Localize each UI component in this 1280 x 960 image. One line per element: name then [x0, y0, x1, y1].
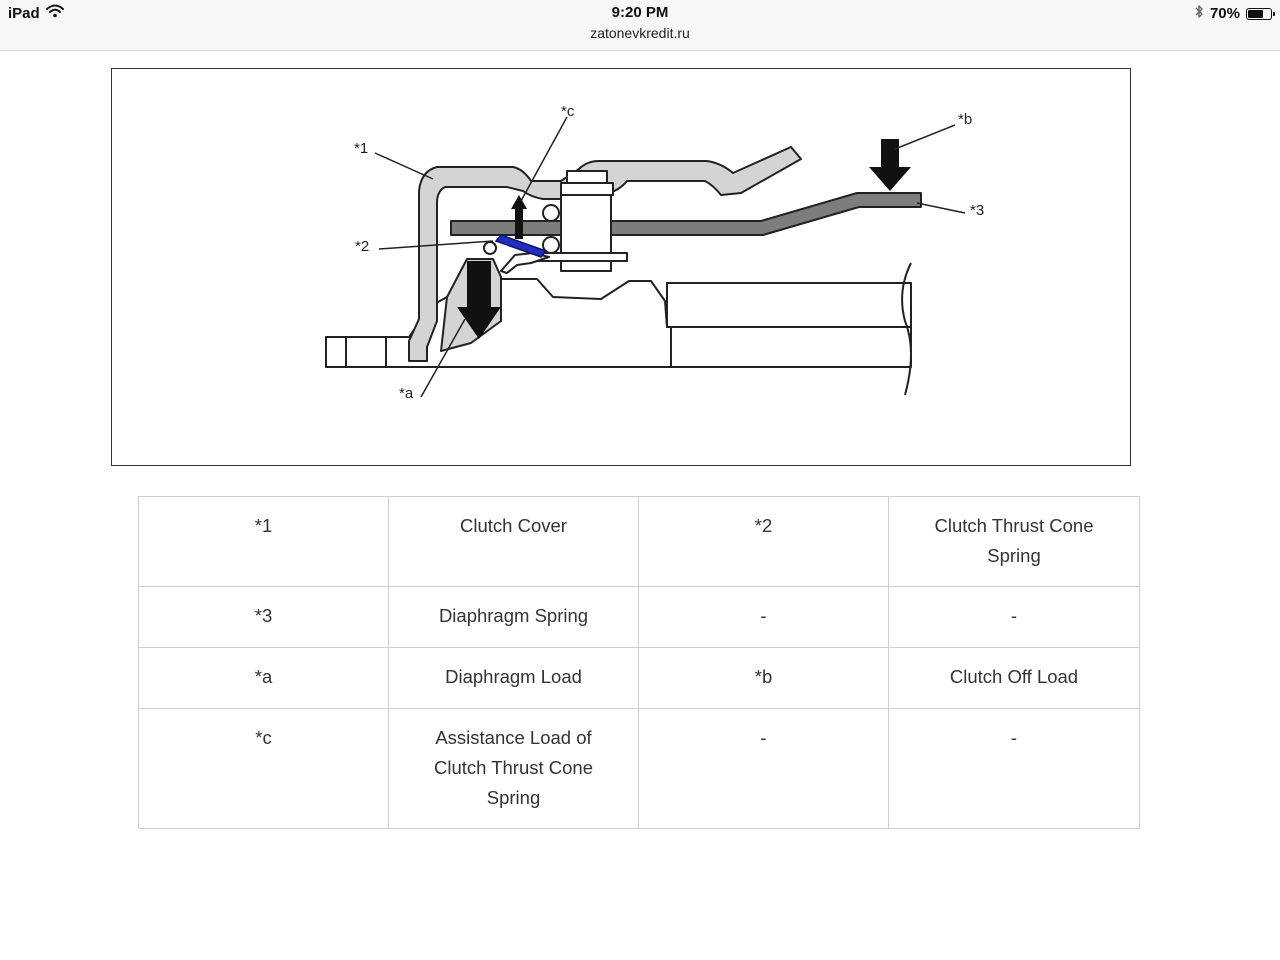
legend-key: *2	[638, 496, 889, 587]
legend-desc: Clutch Cover	[388, 496, 639, 587]
legend-key: *a	[138, 647, 389, 709]
legend-key: *b	[638, 647, 889, 709]
thrust-cone-spring	[494, 234, 548, 258]
battery-level	[1248, 9, 1263, 18]
device-label: iPad	[8, 4, 40, 22]
legend-table: *1 Clutch Cover *2 Clutch Thrust Cone Sp…	[138, 496, 1140, 829]
status-right: 70%	[1194, 4, 1275, 23]
callout-1: *1	[354, 140, 368, 157]
shaft-break-line	[901, 262, 912, 396]
legend-key: *1	[138, 496, 389, 587]
leader-lines	[374, 116, 966, 398]
assistance-load-arrow	[511, 195, 527, 239]
legend-row: *c Assistance Load of Clutch Thrust Cone…	[138, 708, 1140, 829]
clock: 9:20 PM	[611, 4, 669, 21]
bluetooth-icon	[1194, 4, 1204, 23]
legend-desc: Assistance Load of Clutch Thrust Cone Sp…	[388, 708, 639, 829]
legend-desc: -	[888, 586, 1140, 648]
clutch-diagram: *1 *2 *3 *a *b *c	[111, 68, 1131, 466]
legend-desc: -	[888, 708, 1140, 829]
legend-row: *a Diaphragm Load *b Clutch Off Load	[138, 647, 1140, 709]
retainer-clip	[500, 252, 550, 274]
battery-icon	[1246, 7, 1275, 20]
status-bar: iPad 9:20 PM zatonevkredit.ru 70%	[0, 0, 1280, 51]
legend-desc: Diaphragm Spring	[388, 586, 639, 648]
callout-a: *a	[399, 385, 414, 402]
address-bar-url[interactable]: zatonevkredit.ru	[590, 25, 690, 41]
status-left: iPad	[8, 4, 64, 22]
legend-desc: Diaphragm Load	[388, 647, 639, 709]
battery-percent: 70%	[1209, 5, 1240, 22]
pivot-ring-front	[483, 241, 497, 255]
clutch-cross-section: *1 *2 *3 *a *b *c	[325, 103, 984, 402]
wifi-icon	[45, 4, 64, 22]
legend-key: -	[638, 586, 889, 648]
legend-key: -	[638, 708, 889, 829]
pivot-ring-upper	[542, 204, 560, 222]
legend-key: *c	[138, 708, 389, 829]
diaphragm-load-arrow	[457, 261, 501, 339]
legend-row: *1 Clutch Cover *2 Clutch Thrust Cone Sp…	[138, 496, 1140, 587]
callout-c: *c	[561, 103, 575, 120]
clutch-off-load-arrow	[869, 139, 911, 191]
legend-desc: Clutch Off Load	[888, 647, 1140, 709]
legend-row: *3 Diaphragm Spring - -	[138, 586, 1140, 648]
legend-key: *3	[138, 586, 389, 648]
legend-desc: Clutch Thrust Cone Spring	[888, 496, 1140, 587]
callout-3: *3	[970, 202, 984, 219]
callout-b: *b	[958, 111, 972, 128]
callout-2: *2	[355, 238, 369, 255]
